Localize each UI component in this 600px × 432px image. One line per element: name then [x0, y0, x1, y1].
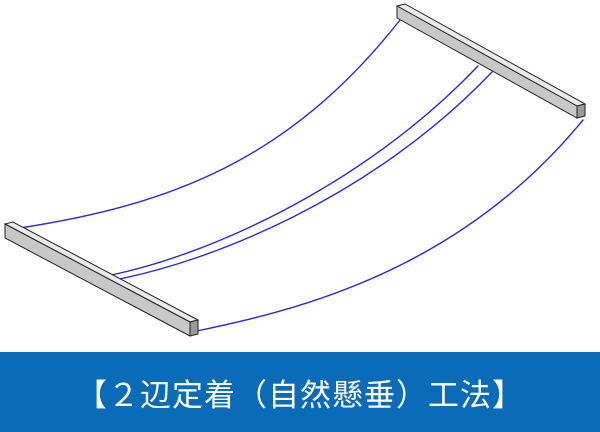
membrane-fold-line-2: [113, 71, 493, 281]
upper-right-beam: [395, 3, 587, 119]
membrane-edge-top: [19, 19, 401, 229]
caption-title: 【２辺定着（自然懸垂）工法】: [76, 377, 524, 414]
membrane-fold-line-1: [105, 65, 479, 277]
membrane-sheet: [19, 19, 584, 333]
lower-left-beam: [3, 221, 200, 337]
membrane-edge-bottom: [191, 119, 584, 333]
membrane-diagram: [3, 3, 587, 337]
caption-bar: 【２辺定着（自然懸垂）工法】: [0, 352, 600, 432]
diagram-area: [3, 3, 587, 337]
